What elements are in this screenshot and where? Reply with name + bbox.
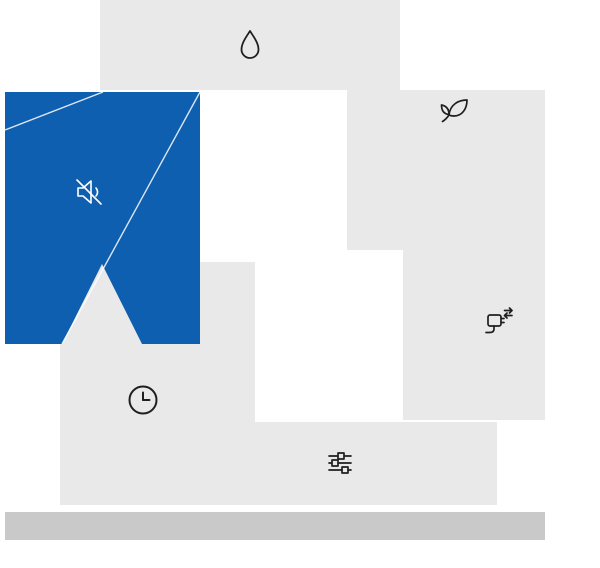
banner-ribbon-shape — [4, 91, 201, 349]
clock-icon — [125, 382, 161, 418]
speaker-muted-icon — [70, 172, 110, 212]
sliders-icon — [322, 445, 358, 481]
bottom-bar — [5, 512, 545, 540]
tile-water[interactable] — [100, 0, 400, 90]
water-drop-icon — [232, 27, 268, 63]
tile-settings[interactable] — [200, 422, 497, 505]
muted-banner[interactable] — [4, 91, 201, 345]
plug-sync-icon — [479, 304, 515, 340]
tile-eco[interactable] — [347, 90, 545, 250]
leaf-icon — [437, 94, 473, 130]
tile-power[interactable] — [403, 250, 545, 420]
